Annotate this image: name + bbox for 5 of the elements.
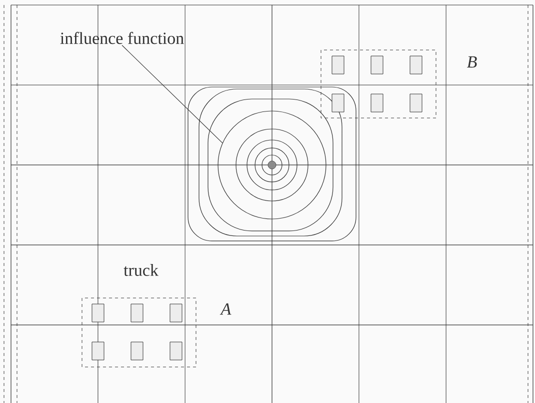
truck-label: truck (124, 264, 158, 276)
point-label: A (220, 303, 232, 315)
leader-line (122, 44, 223, 144)
influence-contour (218, 110, 326, 220)
point-label: B (466, 56, 477, 68)
